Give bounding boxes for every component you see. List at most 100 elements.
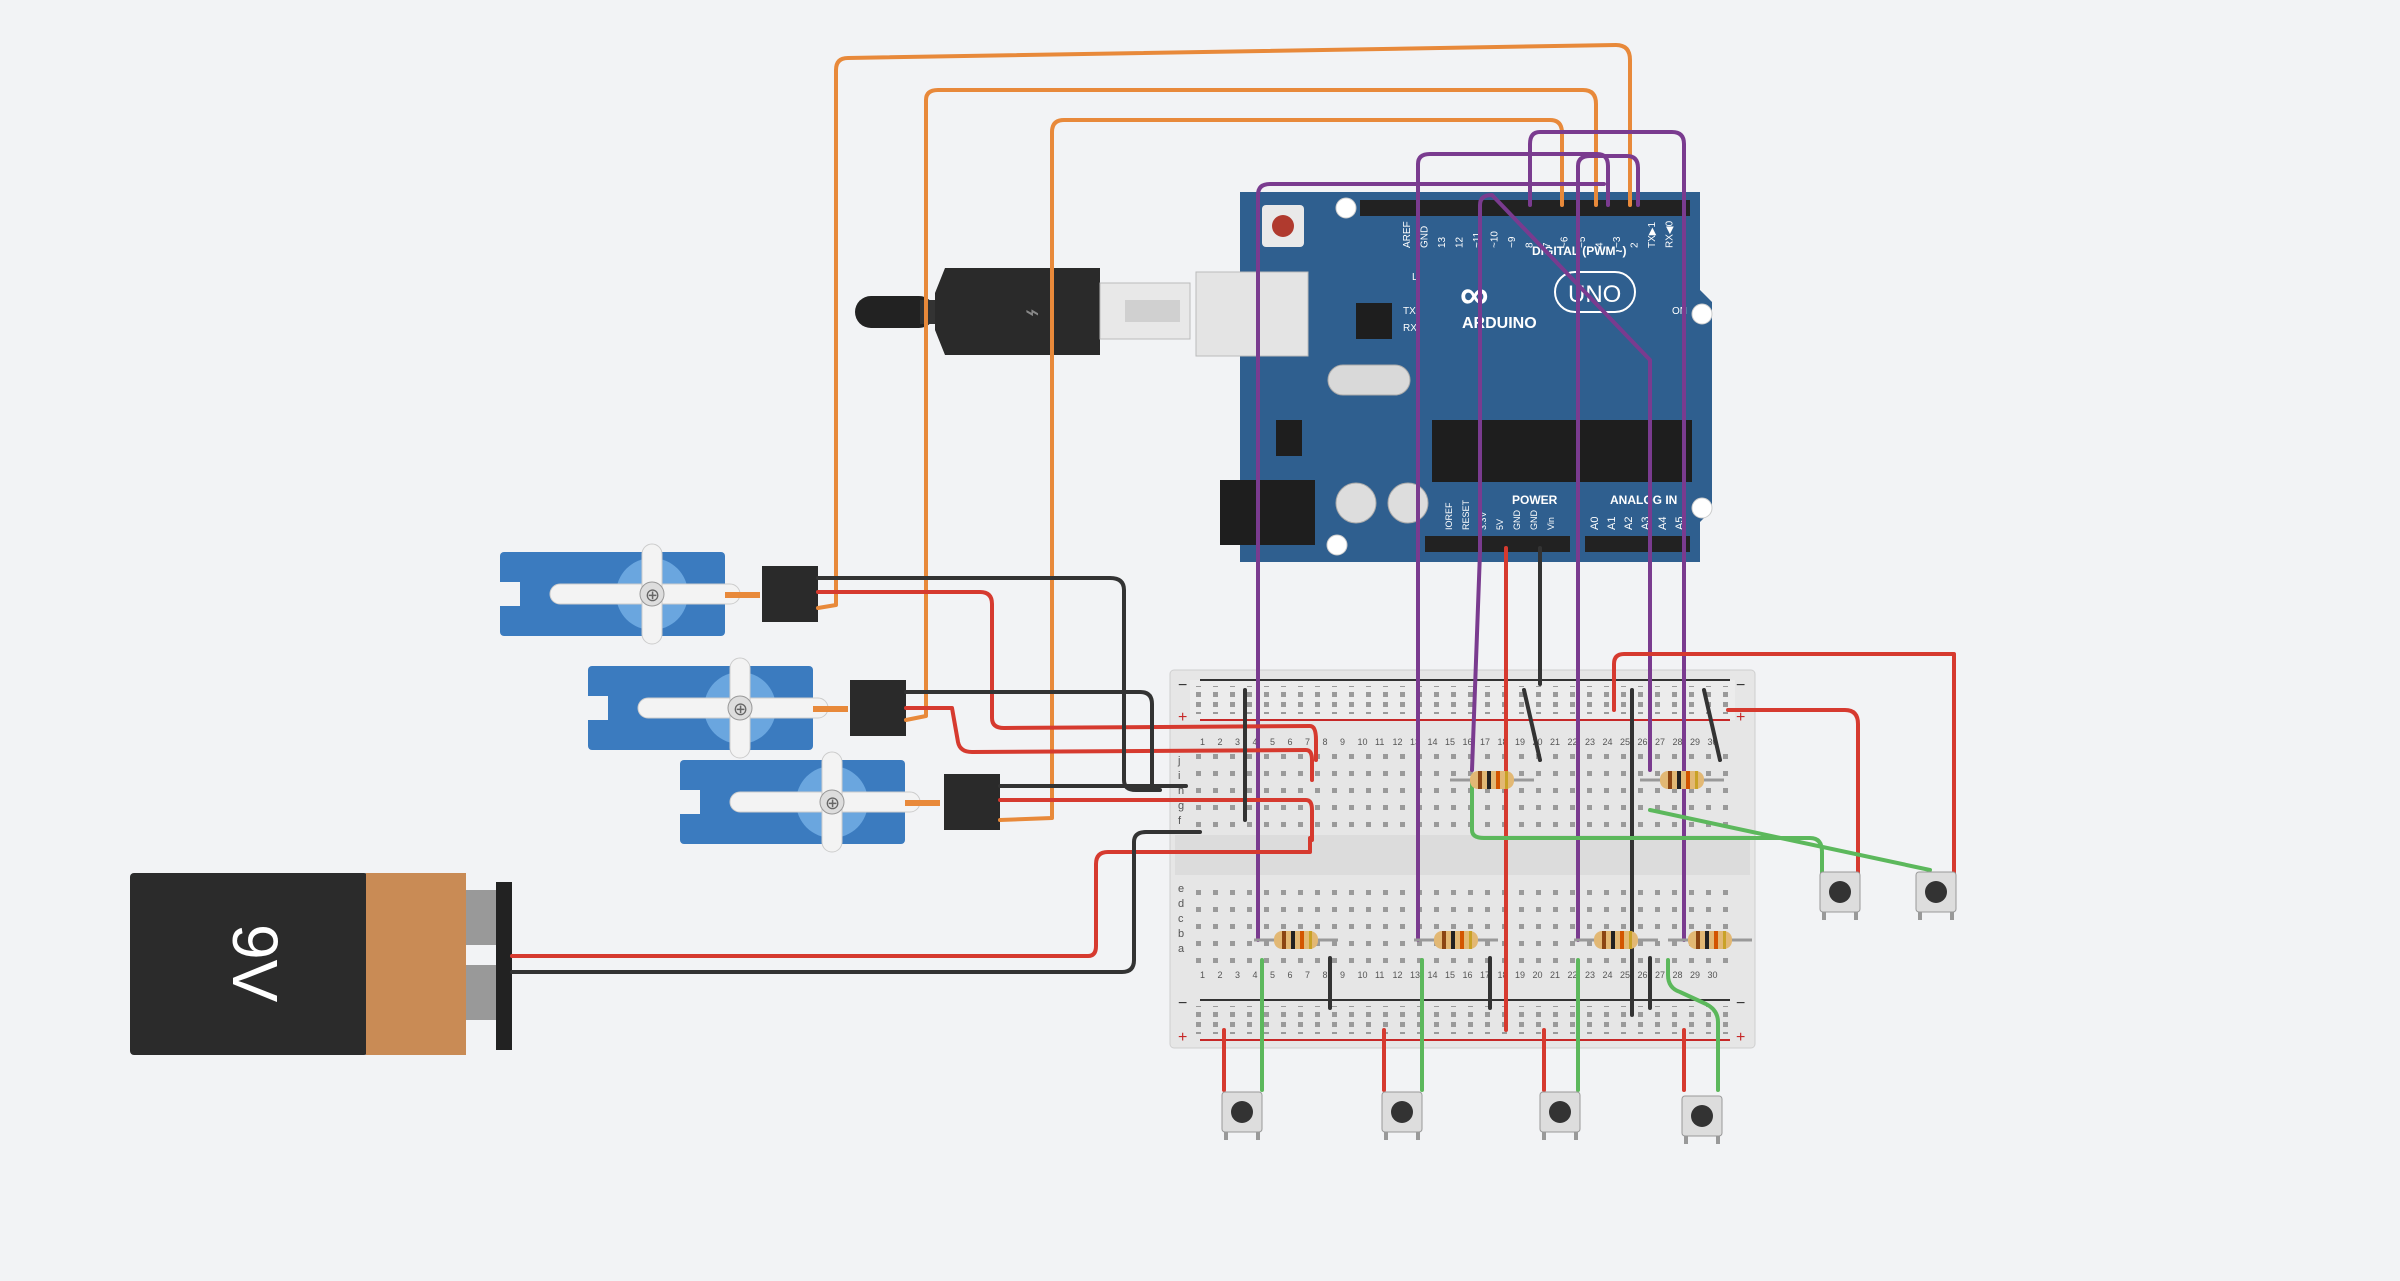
resistor-5[interactable] [1574, 931, 1658, 949]
column-number-bottom: 10 [1358, 970, 1368, 980]
resistor-1[interactable] [1450, 771, 1534, 789]
row-letter-bottom: b [1178, 928, 1184, 940]
resistor-2[interactable] [1640, 771, 1724, 789]
column-number-bottom: 3 [1235, 970, 1240, 980]
row-letter-top: f [1178, 815, 1182, 827]
power-header[interactable] [1425, 536, 1570, 552]
column-number-bottom: 26 [1638, 970, 1648, 980]
wire-orange-servo2[interactable] [904, 88, 1598, 722]
pushbutton-5[interactable] [1819, 871, 1861, 920]
power-pin-label: 3.3V [1478, 511, 1488, 530]
column-number-top: 10 [1358, 737, 1368, 747]
wire-black-short-1[interactable] [1522, 688, 1542, 762]
wire-purple-4[interactable] [1528, 130, 1686, 942]
digital-pin-label: AREF [1402, 221, 1413, 248]
resistor-4[interactable] [1414, 931, 1498, 949]
resistors[interactable] [1254, 771, 1752, 949]
9v-battery[interactable]: 9V [130, 873, 512, 1055]
wire-red-servo1[interactable] [816, 590, 1318, 762]
column-number-bottom: 4 [1253, 970, 1258, 980]
regulator [1276, 420, 1302, 456]
servo-connector-1[interactable] [762, 566, 818, 622]
row-letter-bottom: c [1178, 913, 1184, 925]
digital-pin-label: ~6 [1560, 236, 1571, 248]
wire-red-rail-right[interactable] [1726, 708, 1860, 877]
rail-minus-label-bl: − [1178, 995, 1187, 1012]
capacitor [1387, 482, 1429, 524]
resistor-3[interactable] [1254, 931, 1338, 949]
breadboard[interactable] [1169, 669, 1756, 1049]
pushbutton-2[interactable] [1381, 1091, 1423, 1140]
wire-red-battery[interactable] [510, 836, 1312, 958]
servo-motor-1[interactable]: ⊕ [500, 543, 760, 645]
column-number-bottom: 6 [1288, 970, 1293, 980]
digital-header[interactable] [1360, 200, 1690, 216]
row-letter-top: h [1178, 785, 1184, 797]
wire-black-battery[interactable] [510, 830, 1202, 974]
wire-black-servo2[interactable] [904, 690, 1180, 788]
servo-motor-3[interactable]: ⊕ [680, 751, 940, 853]
digital-pin-label: ~11 [1472, 231, 1483, 248]
column-number-bottom: 21 [1550, 970, 1560, 980]
column-number-top: 23 [1585, 737, 1595, 747]
analog-pin-label: A2 [1623, 517, 1635, 530]
wire-red-servo2[interactable] [904, 706, 1314, 782]
column-number-bottom: 17 [1480, 970, 1490, 980]
mounting-hole [1335, 197, 1357, 219]
servo-motor-2[interactable]: ⊕ [588, 657, 848, 759]
arduino-uno-board[interactable]: ARDUINO ∞ UNO DIGITAL (PWM~) POWER ANALO… [1195, 192, 1713, 562]
column-number-top: 22 [1568, 737, 1578, 747]
row-letter-top: j [1177, 755, 1180, 767]
wire-black-servo1[interactable] [816, 576, 1162, 792]
pushbutton-1[interactable] [1221, 1091, 1263, 1140]
rail-plus-label-tr: + [1736, 709, 1745, 726]
power-pin-label: RESET [1461, 499, 1471, 530]
column-number-bottom: 16 [1463, 970, 1473, 980]
wire-purple-3[interactable] [1576, 154, 1640, 942]
pushbutton-4[interactable] [1681, 1095, 1723, 1144]
pushbutton-6[interactable] [1915, 871, 1957, 920]
reset-button[interactable] [1262, 205, 1304, 247]
row-letter-bottom: d [1178, 898, 1184, 910]
power-pin-label: Vin [1546, 517, 1556, 530]
analog-header[interactable] [1585, 536, 1690, 552]
column-number-top: 24 [1603, 737, 1613, 747]
power-jack [1220, 480, 1315, 545]
column-number-bottom: 5 [1270, 970, 1275, 980]
column-number-bottom: 20 [1533, 970, 1543, 980]
column-number-top: 12 [1393, 737, 1403, 747]
mounting-hole [1326, 534, 1348, 556]
led-l-label: L [1412, 272, 1418, 283]
digital-pin-label: 8 [1525, 242, 1536, 248]
usb-cable: ⌁ [855, 268, 1191, 355]
rail-minus-label-tr: − [1736, 677, 1745, 694]
arduino-logo-icon: ∞ [1460, 273, 1489, 317]
wire-orange-servo3[interactable] [998, 118, 1564, 822]
wire-purple-1[interactable] [1256, 182, 1606, 942]
pushbutton-3[interactable] [1539, 1091, 1581, 1140]
row-letter-top: i [1178, 770, 1180, 782]
led-on-label: ON [1672, 306, 1687, 317]
rail-plus-label-tl: + [1178, 709, 1187, 726]
wire-purple-5[interactable] [1470, 193, 1652, 772]
column-number-bottom: 12 [1393, 970, 1403, 980]
servo-connector-2[interactable] [850, 680, 906, 736]
digital-pin-label: 13 [1437, 236, 1448, 248]
wire-purple-2[interactable] [1416, 152, 1610, 942]
led-tx-label: TX [1403, 306, 1416, 317]
column-number-top: 2 [1218, 737, 1223, 747]
analog-pin-label: A0 [1589, 517, 1601, 530]
wire-red-servo3[interactable] [998, 798, 1314, 842]
wire-green-4[interactable] [1666, 958, 1720, 1092]
column-number-bottom: 29 [1690, 970, 1700, 980]
column-number-bottom: 28 [1673, 970, 1683, 980]
wire-red-rail-right2[interactable] [1612, 652, 1956, 877]
servo-connector-3[interactable] [944, 774, 1000, 830]
wire-orange-servo1[interactable] [816, 43, 1632, 610]
wire-green-6[interactable] [1648, 808, 1932, 872]
column-number-top: 17 [1480, 737, 1490, 747]
wire-black-short-2[interactable] [1702, 688, 1722, 762]
resistor-6[interactable] [1668, 931, 1752, 949]
servo-screw-icon: ⊕ [645, 585, 660, 605]
